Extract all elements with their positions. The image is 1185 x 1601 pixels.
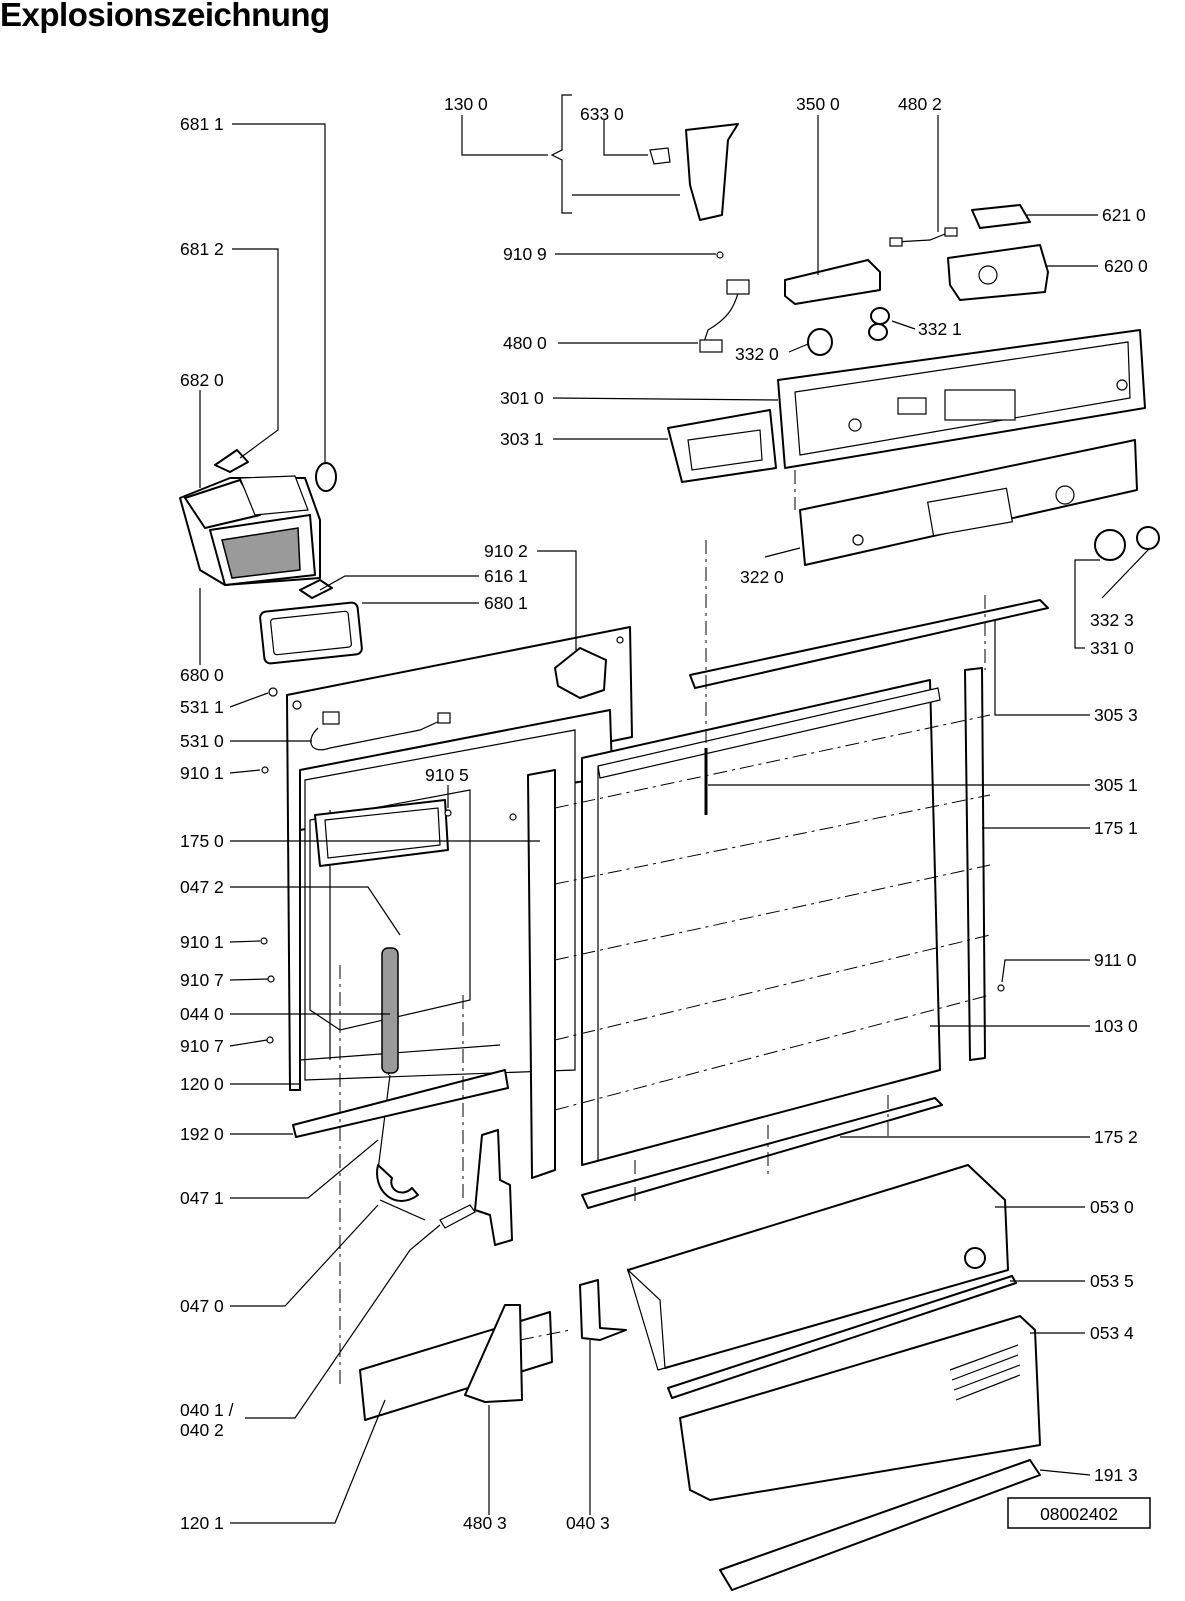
control-panel [777,329,1146,469]
side-strip-right [964,667,986,1061]
hinge-guide-040-3 [579,1279,627,1341]
part-label: 680 1 [484,593,528,613]
bottom-rail [719,1459,1041,1591]
dispenser-clip [299,579,333,599]
part-label: 053 4 [1090,1323,1134,1343]
part-label: 047 1 [180,1188,224,1208]
part-label: 130 0 [444,94,488,114]
leader-lines [199,94,1151,1524]
part-label: 633 0 [580,104,624,124]
side-strip-left [527,769,556,1179]
part-label: 910 2 [484,541,528,561]
plinth-panel [626,1164,1009,1371]
part-label: 040 3 [566,1513,610,1533]
assembly-centerlines [339,470,991,1385]
part-label: 191 3 [1094,1465,1138,1485]
knob-331-0 [1136,526,1160,550]
part-label: 680 0 [180,665,224,685]
part-label: 531 1 [180,697,224,717]
part-label: 621 0 [1102,205,1146,225]
module-621-0 [971,204,1031,229]
part-label: 616 1 [484,566,528,586]
part-labels: 130 0 633 0 350 0 480 2 681 1 621 0 681 … [180,94,1148,1533]
part-label: 301 0 [500,388,544,408]
door-hinge [474,1129,513,1246]
diagram-title: Explosionszeichnung [0,0,330,33]
part-label: 303 1 [500,429,544,449]
part-label: 620 0 [1104,256,1148,276]
rinse-aid-cap [315,462,337,492]
drawing-number: 08002402 [1040,1504,1118,1524]
door-panel [581,679,941,1166]
part-label: 910 1 [180,763,224,783]
part-label: 305 1 [1094,775,1138,795]
bottom-strip [581,1097,943,1209]
part-label: 911 0 [1094,950,1137,970]
kick-panel [679,1315,1041,1501]
part-label: 681 1 [180,114,224,134]
hinge-bracket [359,1311,553,1421]
part-label: 175 0 [180,831,224,851]
part-label: 047 0 [180,1296,224,1316]
part-label: 682 0 [180,370,224,390]
part-label: 331 0 [1090,638,1134,658]
detergent-dispenser [179,449,321,586]
part-label: 480 2 [898,94,942,114]
part-label: 332 3 [1090,610,1134,630]
part-label: 305 3 [1094,705,1138,725]
part-label: 053 0 [1090,1197,1134,1217]
part-label: 531 0 [180,731,224,751]
part-label: 040 2 [180,1420,224,1440]
knob-332-3 [1094,529,1126,561]
part-label: 332 0 [735,344,779,364]
part-label: 120 0 [180,1074,224,1094]
part-label: 480 3 [463,1513,507,1533]
part-label: 910 7 [180,1036,224,1056]
part-label: 047 2 [180,877,224,897]
part-label: 120 1 [180,1513,224,1533]
part-label: 350 0 [796,94,840,114]
part-label: 040 1 / [180,1400,234,1420]
part-label: 044 0 [180,1004,224,1024]
part-drawings [179,123,1160,1591]
timer-620-0 [947,244,1049,301]
part-label: 910 1 [180,932,224,952]
part-label: 103 0 [1094,1016,1138,1036]
part-label: 910 7 [180,970,224,990]
part-label: 192 0 [180,1124,224,1144]
part-label: 332 1 [918,319,962,339]
plinth-strip-053-5 [667,1275,1017,1399]
part-label: 175 2 [1094,1127,1138,1147]
part-label: 175 1 [1094,818,1138,838]
drawing-number-box: 08002402 [1007,1497,1151,1529]
top-strip [689,599,1049,689]
fascia-322-0 [799,439,1138,566]
bottom-seal-rail [292,1069,509,1138]
part-label: 910 9 [503,244,547,264]
part-label: 681 2 [180,239,224,259]
clamp-480-3 [464,1304,523,1403]
part-label: 480 0 [503,333,547,353]
part-label: 322 0 [740,567,784,587]
part-label: 910 5 [425,765,469,785]
part-label: 053 5 [1090,1271,1134,1291]
electronic-board-350-0 [784,259,881,305]
button-332-0 [807,328,833,356]
door-lock [649,123,739,221]
